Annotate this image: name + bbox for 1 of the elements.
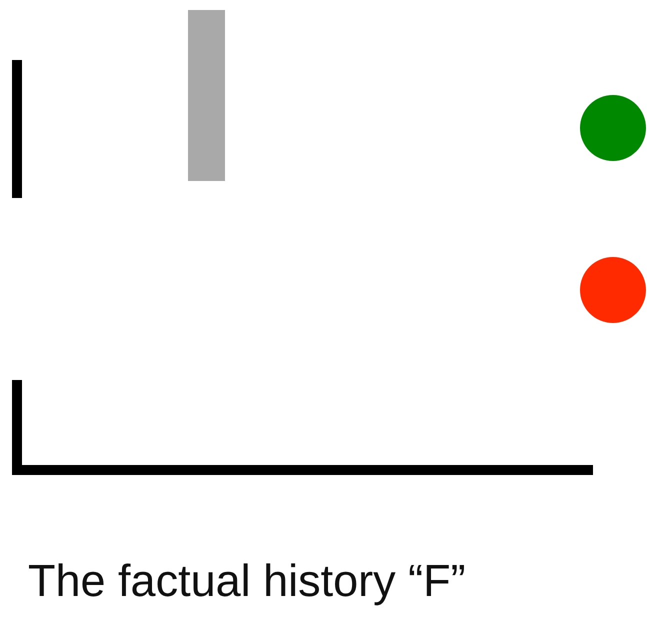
caption: The factual history “F” bbox=[28, 556, 466, 606]
